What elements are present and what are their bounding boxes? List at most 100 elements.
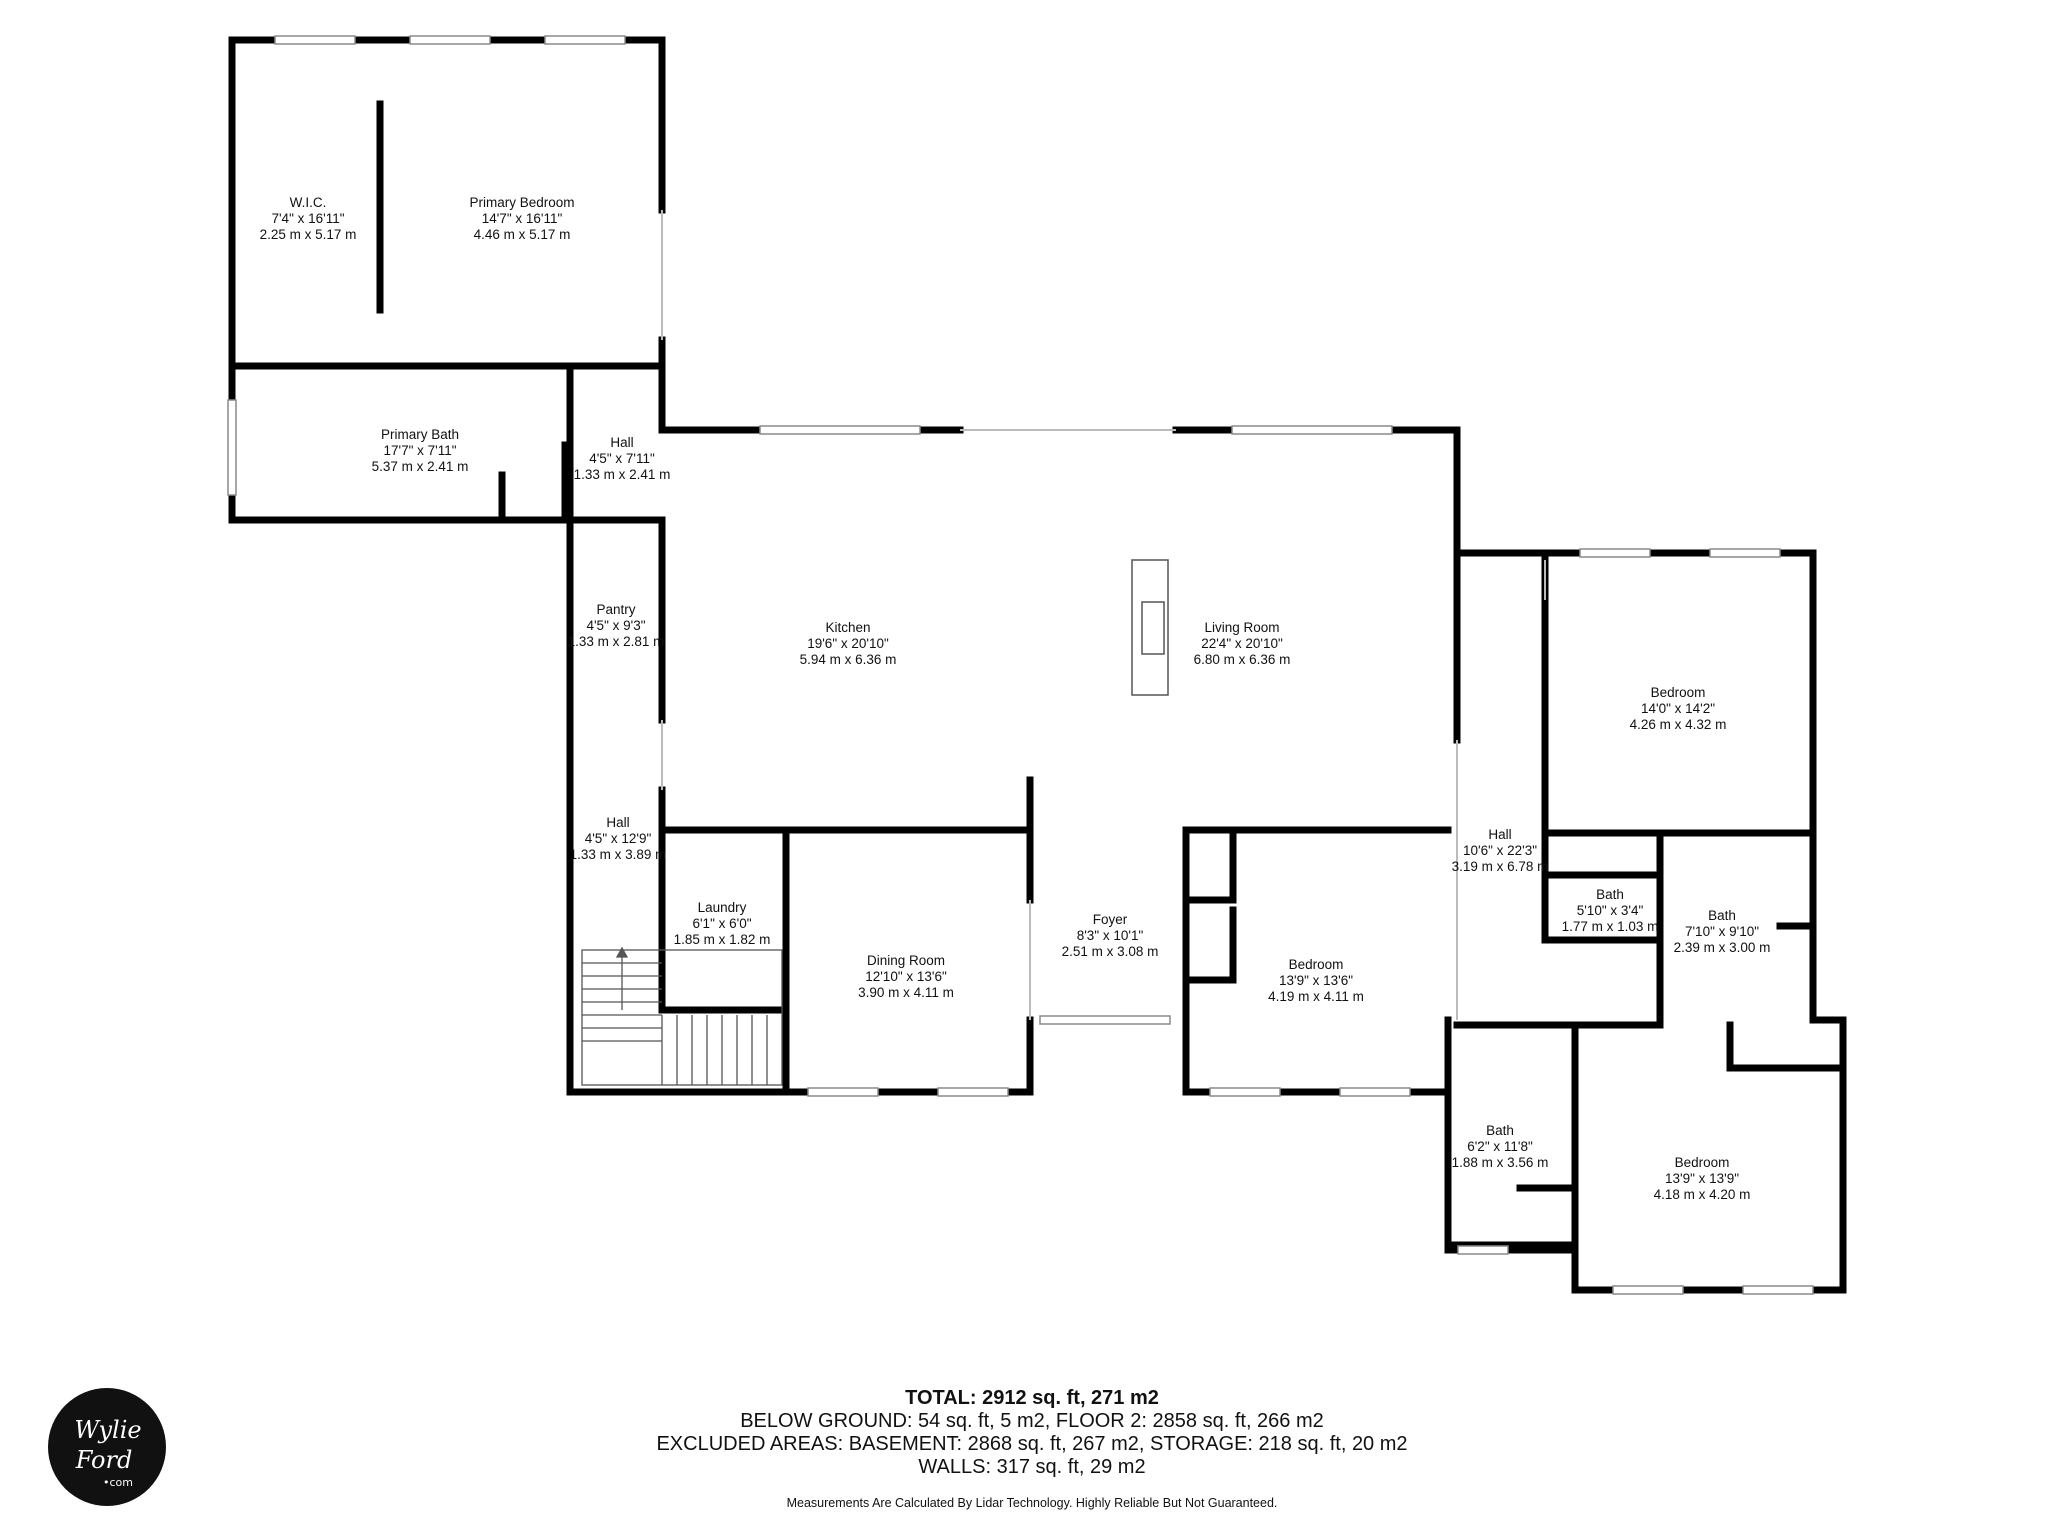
room-label-hall-2: Hall 4'5" x 12'9" 1.33 m x 3.89 m — [570, 815, 667, 863]
room-dim-metric: 1.33 m x 2.81 m — [567, 634, 665, 649]
room-dim-imperial: 14'0" x 14'2" — [1640, 701, 1716, 716]
room-label-primary-bedroom: Primary Bedroom 14'7" x 16'11" 4.46 m x … — [469, 195, 574, 243]
room-dim-metric: 2.51 m x 3.08 m — [1061, 944, 1159, 959]
room-dim-metric: 5.37 m x 2.41 m — [371, 459, 469, 474]
room-label-hall-3: Hall 10'6" x 22'3" 3.19 m x 6.78 m — [1452, 827, 1549, 875]
total-area: TOTAL: 2912 sq. ft, 271 m2 — [905, 1387, 1159, 1409]
room-dim-imperial: 6'1" x 6'0" — [692, 916, 752, 931]
room-label-kitchen: Kitchen 19'6" x 20'10" 5.94 m x 6.36 m — [800, 620, 897, 668]
window — [274, 35, 356, 45]
room-label-wic: W.I.C. 7'4" x 16'11" 2.25 m x 5.17 m — [260, 195, 357, 243]
thin-walls — [661, 210, 1546, 1020]
room-dim-imperial: 12'10" x 13'6" — [865, 969, 947, 984]
room-name: Hall — [1488, 827, 1512, 842]
room-name: Primary Bath — [380, 427, 460, 442]
room-dim-imperial: 19'6" x 20'10" — [807, 636, 889, 651]
wall — [1186, 906, 1237, 984]
excluded-areas: EXCLUDED AREAS: BASEMENT: 2868 sq. ft, 2… — [656, 1433, 1408, 1455]
room-name: Bedroom — [1650, 685, 1706, 700]
wall — [1172, 426, 1847, 1294]
room-dim-metric: 1.85 m x 1.82 m — [673, 932, 771, 947]
wall — [1726, 1021, 1847, 1072]
room-dim-metric: 1.33 m x 3.89 m — [569, 847, 667, 862]
room-name: W.I.C. — [289, 195, 327, 210]
room-name: Bath — [1708, 908, 1736, 923]
room-dim-metric: 2.25 m x 5.17 m — [259, 227, 357, 242]
stair-arrow-head — [615, 946, 629, 958]
room-dim-imperial: 17'7" x 7'11" — [383, 443, 457, 458]
room-label-laundry: Laundry 6'1" x 6'0" 1.85 m x 1.82 m — [674, 900, 771, 948]
room-dim-imperial: 4'5" x 9'3" — [586, 618, 646, 633]
stairs — [581, 946, 783, 1086]
window — [1339, 1087, 1411, 1097]
room-dim-metric: 1.77 m x 1.03 m — [1561, 919, 1659, 934]
room-label-bath-mid: Bath 7'10" x 9'10" 2.39 m x 3.00 m — [1674, 908, 1771, 956]
window — [759, 425, 921, 435]
window — [1457, 1245, 1509, 1255]
room-label-bedroom-ne: Bedroom 14'0" x 14'2" 4.26 m x 4.32 m — [1630, 685, 1727, 733]
logo-line2: Ford — [75, 1446, 133, 1474]
wall — [228, 36, 569, 524]
room-dim-metric: 4.46 m x 5.17 m — [473, 227, 571, 242]
room-name: Bedroom — [1674, 1155, 1730, 1170]
room-name: Kitchen — [825, 620, 871, 635]
window — [807, 1087, 879, 1097]
window — [1709, 548, 1781, 558]
window — [409, 35, 491, 45]
wall — [1541, 829, 1664, 879]
window — [1612, 1285, 1684, 1295]
room-dim-metric: 3.19 m x 6.78 m — [1451, 859, 1549, 874]
room-label-pantry: Pantry 4'5" x 9'3" 1.33 m x 2.81 m — [568, 602, 665, 650]
room-label-hall-1: Hall 4'5" x 7'11" 1.33 m x 2.41 m — [574, 435, 671, 483]
room-dim-imperial: 14'7" x 16'11" — [481, 211, 563, 226]
room-dim-imperial: 8'3" x 10'1" — [1076, 928, 1144, 943]
room-name: Bath — [1486, 1123, 1514, 1138]
stair-outline — [581, 949, 783, 1086]
room-dim-metric: 4.19 m x 4.11 m — [1268, 989, 1364, 1004]
room-name: Laundry — [697, 900, 747, 915]
room-dim-metric: 4.18 m x 4.20 m — [1653, 1187, 1751, 1202]
window — [1039, 1015, 1171, 1025]
window — [227, 399, 237, 496]
room-name: Pantry — [596, 602, 636, 617]
room-dim-imperial: 13'9" x 13'9" — [1664, 1171, 1740, 1186]
area-summary: TOTAL: 2912 sq. ft, 271 m2 BELOW GROUND:… — [656, 1386, 1407, 1479]
brand-logo-mark: Wylie Ford •com — [74, 1416, 141, 1489]
room-label-living-room: Living Room 22'4" x 20'10" 6.80 m x 6.36… — [1194, 620, 1291, 668]
room-dim-imperial: 22'4" x 20'10" — [1201, 636, 1283, 651]
room-name: Primary Bedroom — [469, 195, 575, 210]
room-dim-imperial: 7'4" x 16'11" — [271, 211, 345, 226]
room-dim-metric: 6.80 m x 6.36 m — [1193, 652, 1291, 667]
room-dim-metric: 1.33 m x 2.41 m — [573, 467, 671, 482]
room-name: Foyer — [1092, 912, 1128, 927]
wall — [566, 516, 1034, 1096]
walls-area: WALLS: 317 sq. ft, 29 m2 — [918, 1456, 1146, 1478]
room-name: Bedroom — [1288, 957, 1344, 972]
room-label-dining-room: Dining Room 12'10" x 13'6" 3.90 m x 4.11… — [858, 953, 954, 1001]
brand-logo: Wylie Ford •com — [48, 1388, 166, 1506]
window — [1742, 1285, 1814, 1295]
room-dim-metric: 2.39 m x 3.00 m — [1673, 940, 1771, 955]
room-label-bath-small: Bath 5'10" x 3'4" 1.77 m x 1.03 m — [1562, 887, 1659, 935]
window — [1209, 1087, 1281, 1097]
room-label-bedroom-center: Bedroom 13'9" x 13'6" 4.19 m x 4.11 m — [1268, 957, 1364, 1005]
window — [544, 35, 626, 45]
room-label-primary-bath: Primary Bath 17'7" x 7'11" 5.37 m x 2.41… — [372, 427, 469, 475]
room-label-bath-lower: Bath 6'2" x 11'8" 1.88 m x 3.56 m — [1452, 1123, 1549, 1171]
room-dim-metric: 5.94 m x 6.36 m — [799, 652, 897, 667]
logo-line1: Wylie — [74, 1416, 141, 1444]
window — [1579, 548, 1651, 558]
room-name: Bath — [1596, 887, 1624, 902]
wall — [228, 36, 666, 214]
room-label-bedroom-se: Bedroom 13'9" x 13'9" 4.18 m x 4.20 m — [1654, 1155, 1751, 1203]
room-dim-imperial: 4'5" x 7'11" — [589, 451, 655, 466]
logo-line3: •com — [103, 1476, 133, 1489]
room-name: Dining Room — [866, 953, 946, 968]
room-dim-metric: 4.26 m x 4.32 m — [1629, 717, 1727, 732]
wall — [1186, 826, 1237, 904]
room-name: Living Room — [1204, 620, 1280, 635]
room-dim-metric: 3.90 m x 4.11 m — [858, 985, 954, 1000]
room-dim-imperial: 6'2" x 11'8" — [1467, 1139, 1533, 1154]
disclaimer: Measurements Are Calculated By Lidar Tec… — [786, 1496, 1278, 1510]
